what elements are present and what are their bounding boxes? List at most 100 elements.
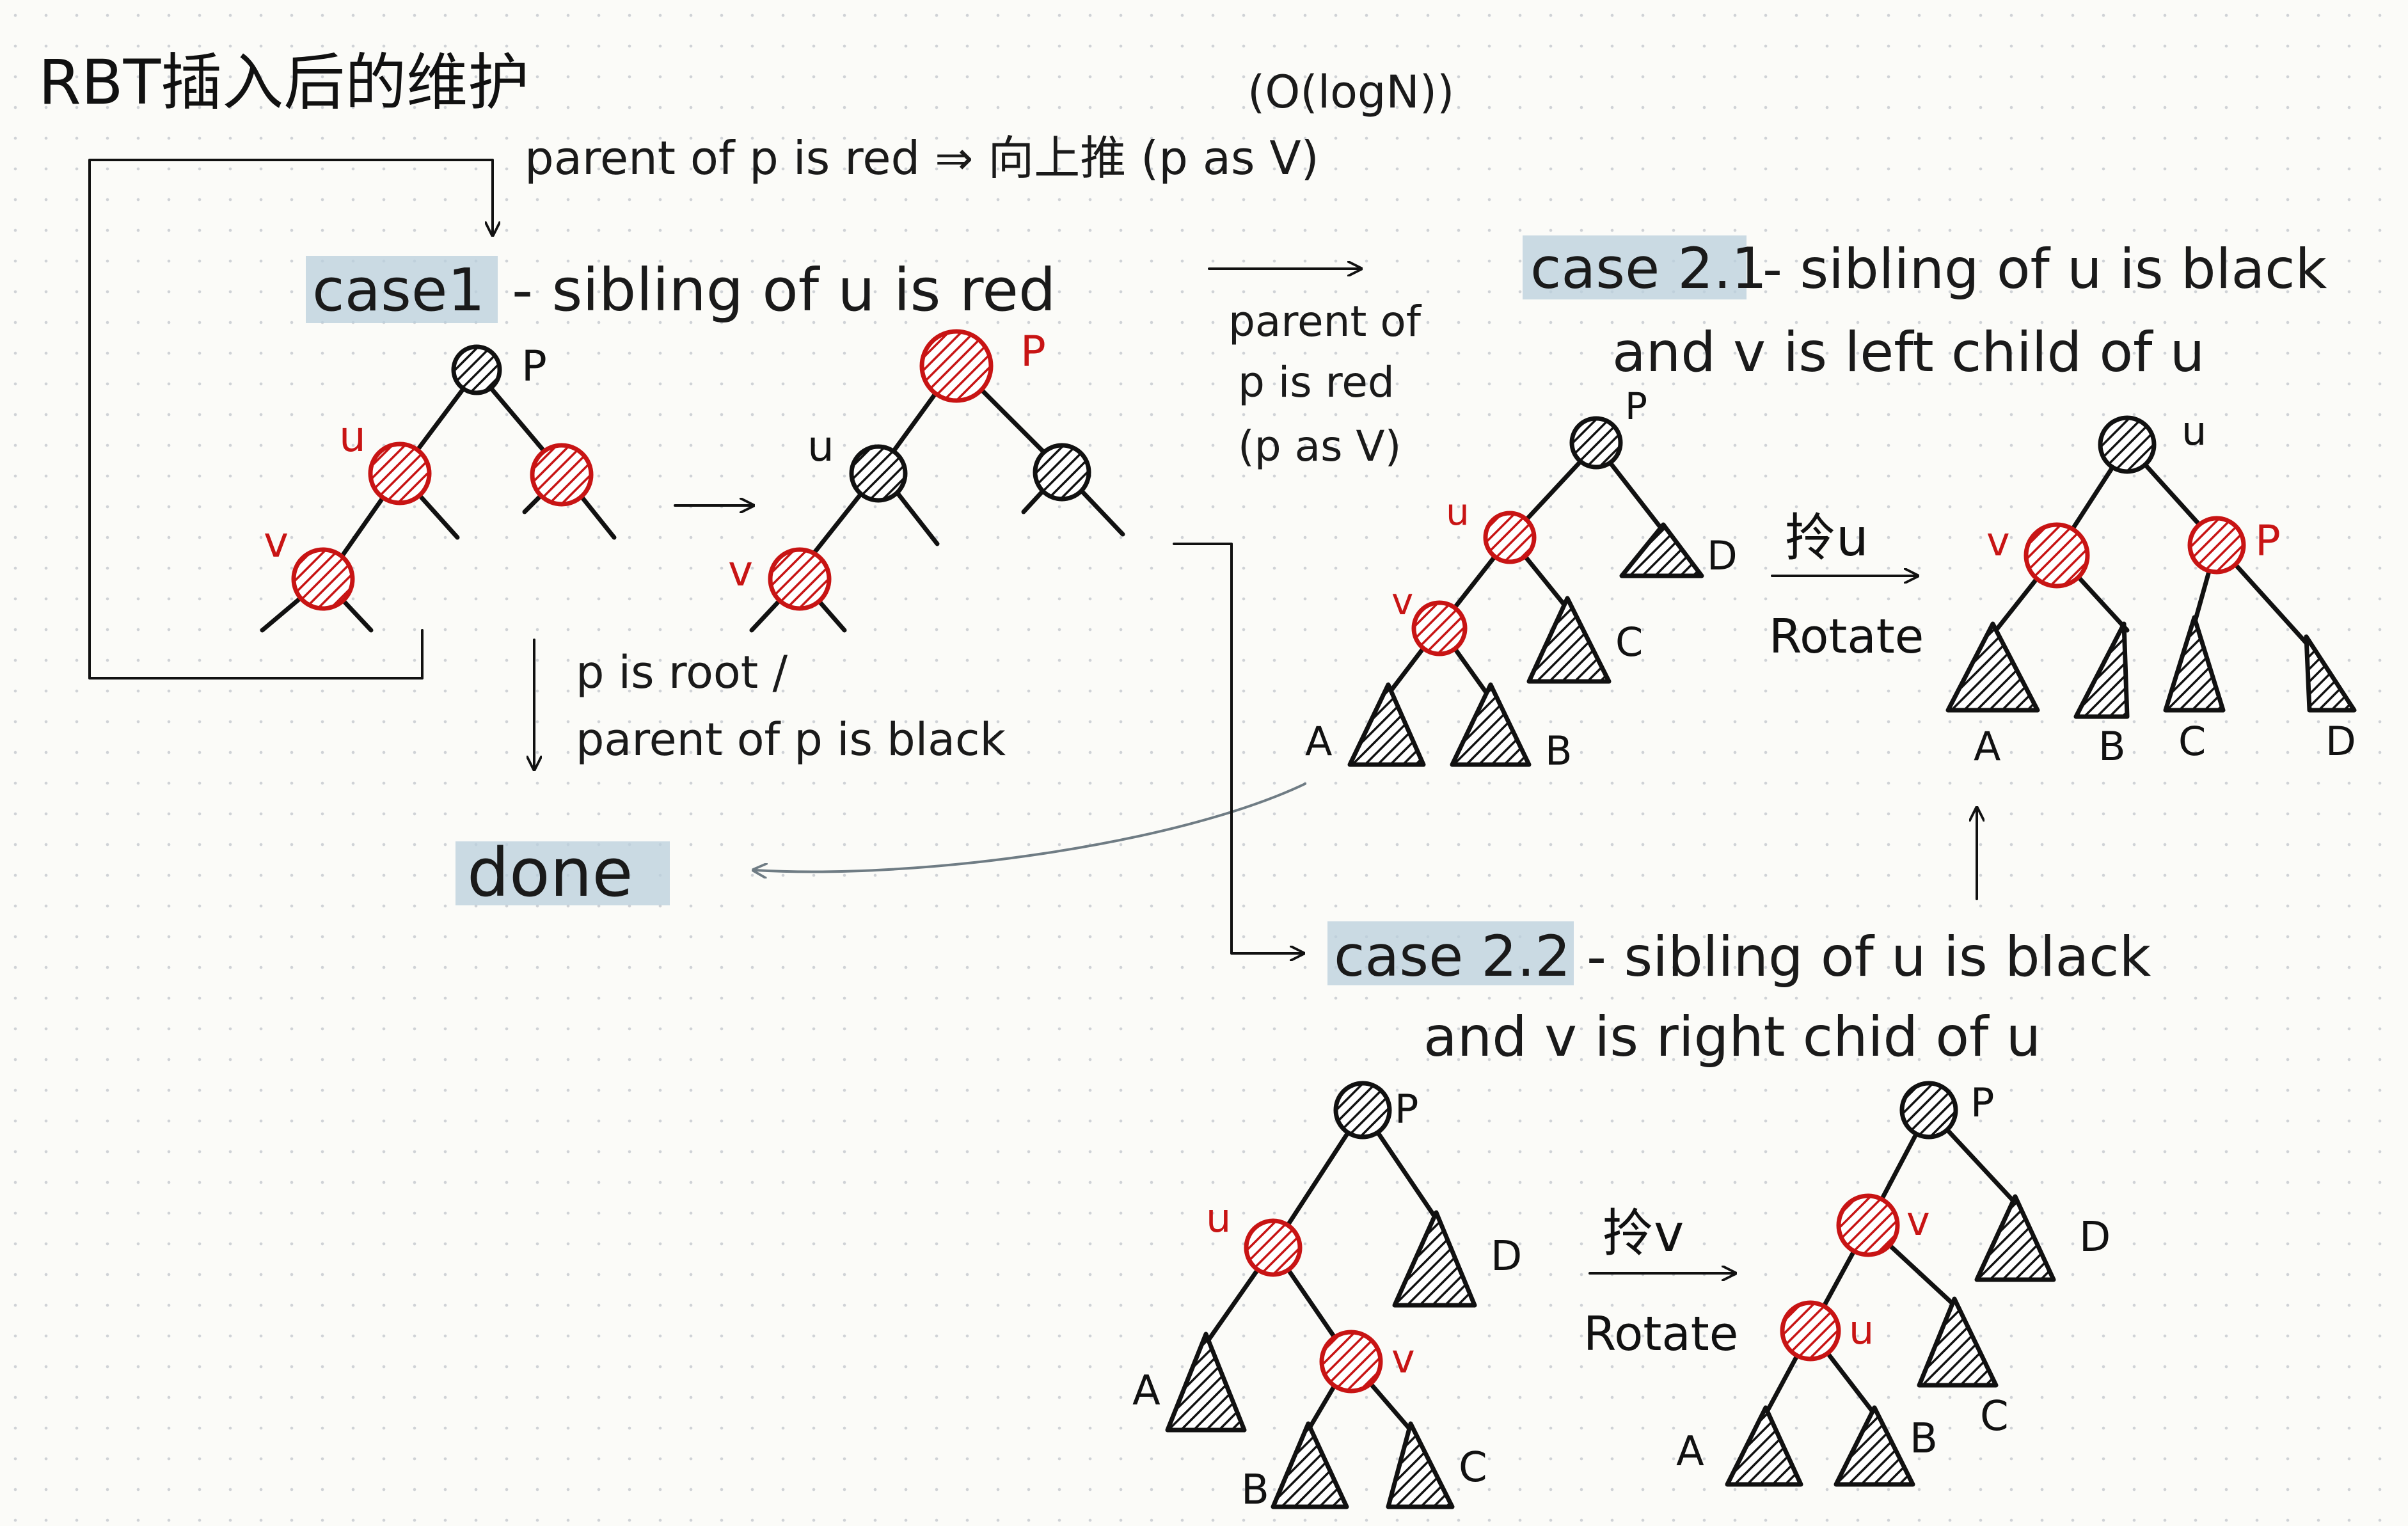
case22-before-node-p [1333,1081,1392,1140]
case22-after-label-u: u [1849,1307,1874,1353]
case21-after-subtree-a [1945,621,2040,713]
case21-before-label-a: A [1305,718,1332,765]
done-note-line2: parent of p is black [576,713,1006,766]
page-title: RBT插入后的维护 [38,47,529,118]
case1-arrow-note-line1: parent of [1228,297,1422,346]
case22-after-subtree-a [1725,1405,1803,1487]
case21-desc-line1: - sibling of u is black [1762,237,2327,301]
case22-after-node-p [1899,1081,1958,1140]
case22-before-subtree-d [1392,1210,1477,1308]
case1-arrow-note-line2: p is red [1238,358,1395,407]
case1-after-label-v: v [728,546,753,596]
case1-before-node-sibling [530,443,594,507]
case21-before-label-b: B [1545,727,1572,774]
case1-desc: - sibling of u is red [512,256,1056,324]
loop-note: parent of p is red ⇒ 向上推 (p as V) [525,131,1319,185]
case21-after-node-u [2098,415,2157,474]
case22-label-highlight [1327,921,1574,985]
case1-after-node-u [849,444,908,503]
case21-after-label-u: u [2182,408,2206,454]
case1-after-label-u: u [807,422,834,471]
case21-after-label-a: A [1974,723,2000,770]
case1-arrow-note-line3: (p as V) [1238,422,1401,471]
case1-after-node-sibling [1033,443,1091,502]
case21-label: case 2.1 [1530,235,1767,301]
case22-before-label-u: u [1206,1195,1231,1241]
case21-after-subtree-d [2304,634,2357,713]
case21-before-label-d: D [1707,532,1738,579]
case22-before-label-p: P [1395,1086,1418,1133]
case22-tree-before: P u v D A B C [1132,1081,1522,1514]
case21-tree-before: P u v D C A B [1305,385,1738,774]
case21-before-subtree-c [1526,596,1612,684]
case1-tree-after: P u v [728,327,1125,633]
case21-label-highlight [1523,235,1747,299]
case21-before-subtree-d [1619,522,1704,578]
case21-after-node-v [2024,522,2090,589]
case1-tree-before: P u v [260,342,617,633]
case21-before-node-v [1411,600,1468,656]
case21-before-node-u [1483,511,1537,564]
case22-after-label-v: v [1906,1198,1930,1244]
case22-after-node-u [1780,1300,1841,1362]
case22-before-label-d: D [1491,1233,1522,1280]
loop-back-arrow [88,159,493,680]
case1-before-label-p: P [521,342,547,391]
case1-to-case22-arrow [1173,543,1302,953]
case1-label: case1 [312,256,485,324]
case22-tree-after: P v u D C A B [1676,1079,2111,1487]
case22-after-subtree-c [1917,1296,1999,1388]
case22-after-label-d: D [2079,1214,2111,1261]
case1-before-label-v: v [264,518,289,567]
case21-before-label-p: P [1625,385,1647,428]
case1-after-node-v [768,547,832,611]
case21-before-label-u: u [1446,490,1469,534]
case1-before-node-v [291,547,355,611]
case21-after-node-p [2187,516,2246,575]
case1-before-node-u [368,441,432,505]
case21-before-node-p [1569,416,1623,470]
case22-before-label-a: A [1132,1367,1160,1415]
case21-before-subtree-b [1450,682,1532,767]
case21-rotate-label: Rotate [1769,609,1924,664]
case22-before-label-v: v [1391,1335,1415,1382]
case1-before-label-u: u [339,412,366,461]
case22-rotate-label: Rotate [1583,1307,1738,1362]
done-note-line1: p is root / [576,646,788,699]
case1-after-node-p [919,329,994,403]
case21-after-label-p: P [2255,516,2281,566]
case21-after-label-d: D [2325,718,2356,765]
case21-after-subtree-c [2163,615,2226,713]
case22-before-label-b: B [1241,1466,1269,1514]
case22-desc-line1: - sibling of u is black [1587,925,2151,989]
case22-action: 拎v [1603,1204,1684,1263]
case21-after-label-v: v [1986,518,2010,565]
case1-label-highlight [306,256,498,323]
case22-before-node-v [1319,1330,1383,1394]
case21-to-done-arrow [755,783,1306,871]
case21-desc-line2: and v is left child of u [1612,321,2205,385]
case22-after-label-p: P [1970,1079,1994,1126]
case22-desc-line2: and v is right chid of u [1423,1005,2041,1069]
done-label: done [467,834,633,912]
case22-before-label-c: C [1459,1444,1487,1491]
complexity-note: (O(logN)) [1248,66,1454,118]
case21-action: 拎u [1785,508,1869,568]
case22-after-subtree-d [1974,1194,2056,1282]
case1-before-node-p [451,344,502,395]
case1-after-label-p: P [1020,327,1046,376]
case22-after-subtree-b [1834,1405,1915,1487]
case22-after-label-b: B [1910,1415,1938,1463]
case21-after-label-c: C [2178,718,2206,765]
case22-before-node-u [1244,1218,1303,1277]
case22-before-subtree-b [1271,1421,1349,1509]
case22-after-label-c: C [1980,1393,2009,1440]
case22-after-node-v [1836,1193,1900,1257]
case21-after-label-b: B [2098,723,2126,770]
case21-before-label-v: v [1391,580,1413,623]
case21-before-label-c: C [1615,619,1643,665]
case22-before-subtree-c [1386,1421,1455,1509]
case22-label: case 2.2 [1334,923,1571,989]
case21-after-subtree-b [2073,621,2130,719]
